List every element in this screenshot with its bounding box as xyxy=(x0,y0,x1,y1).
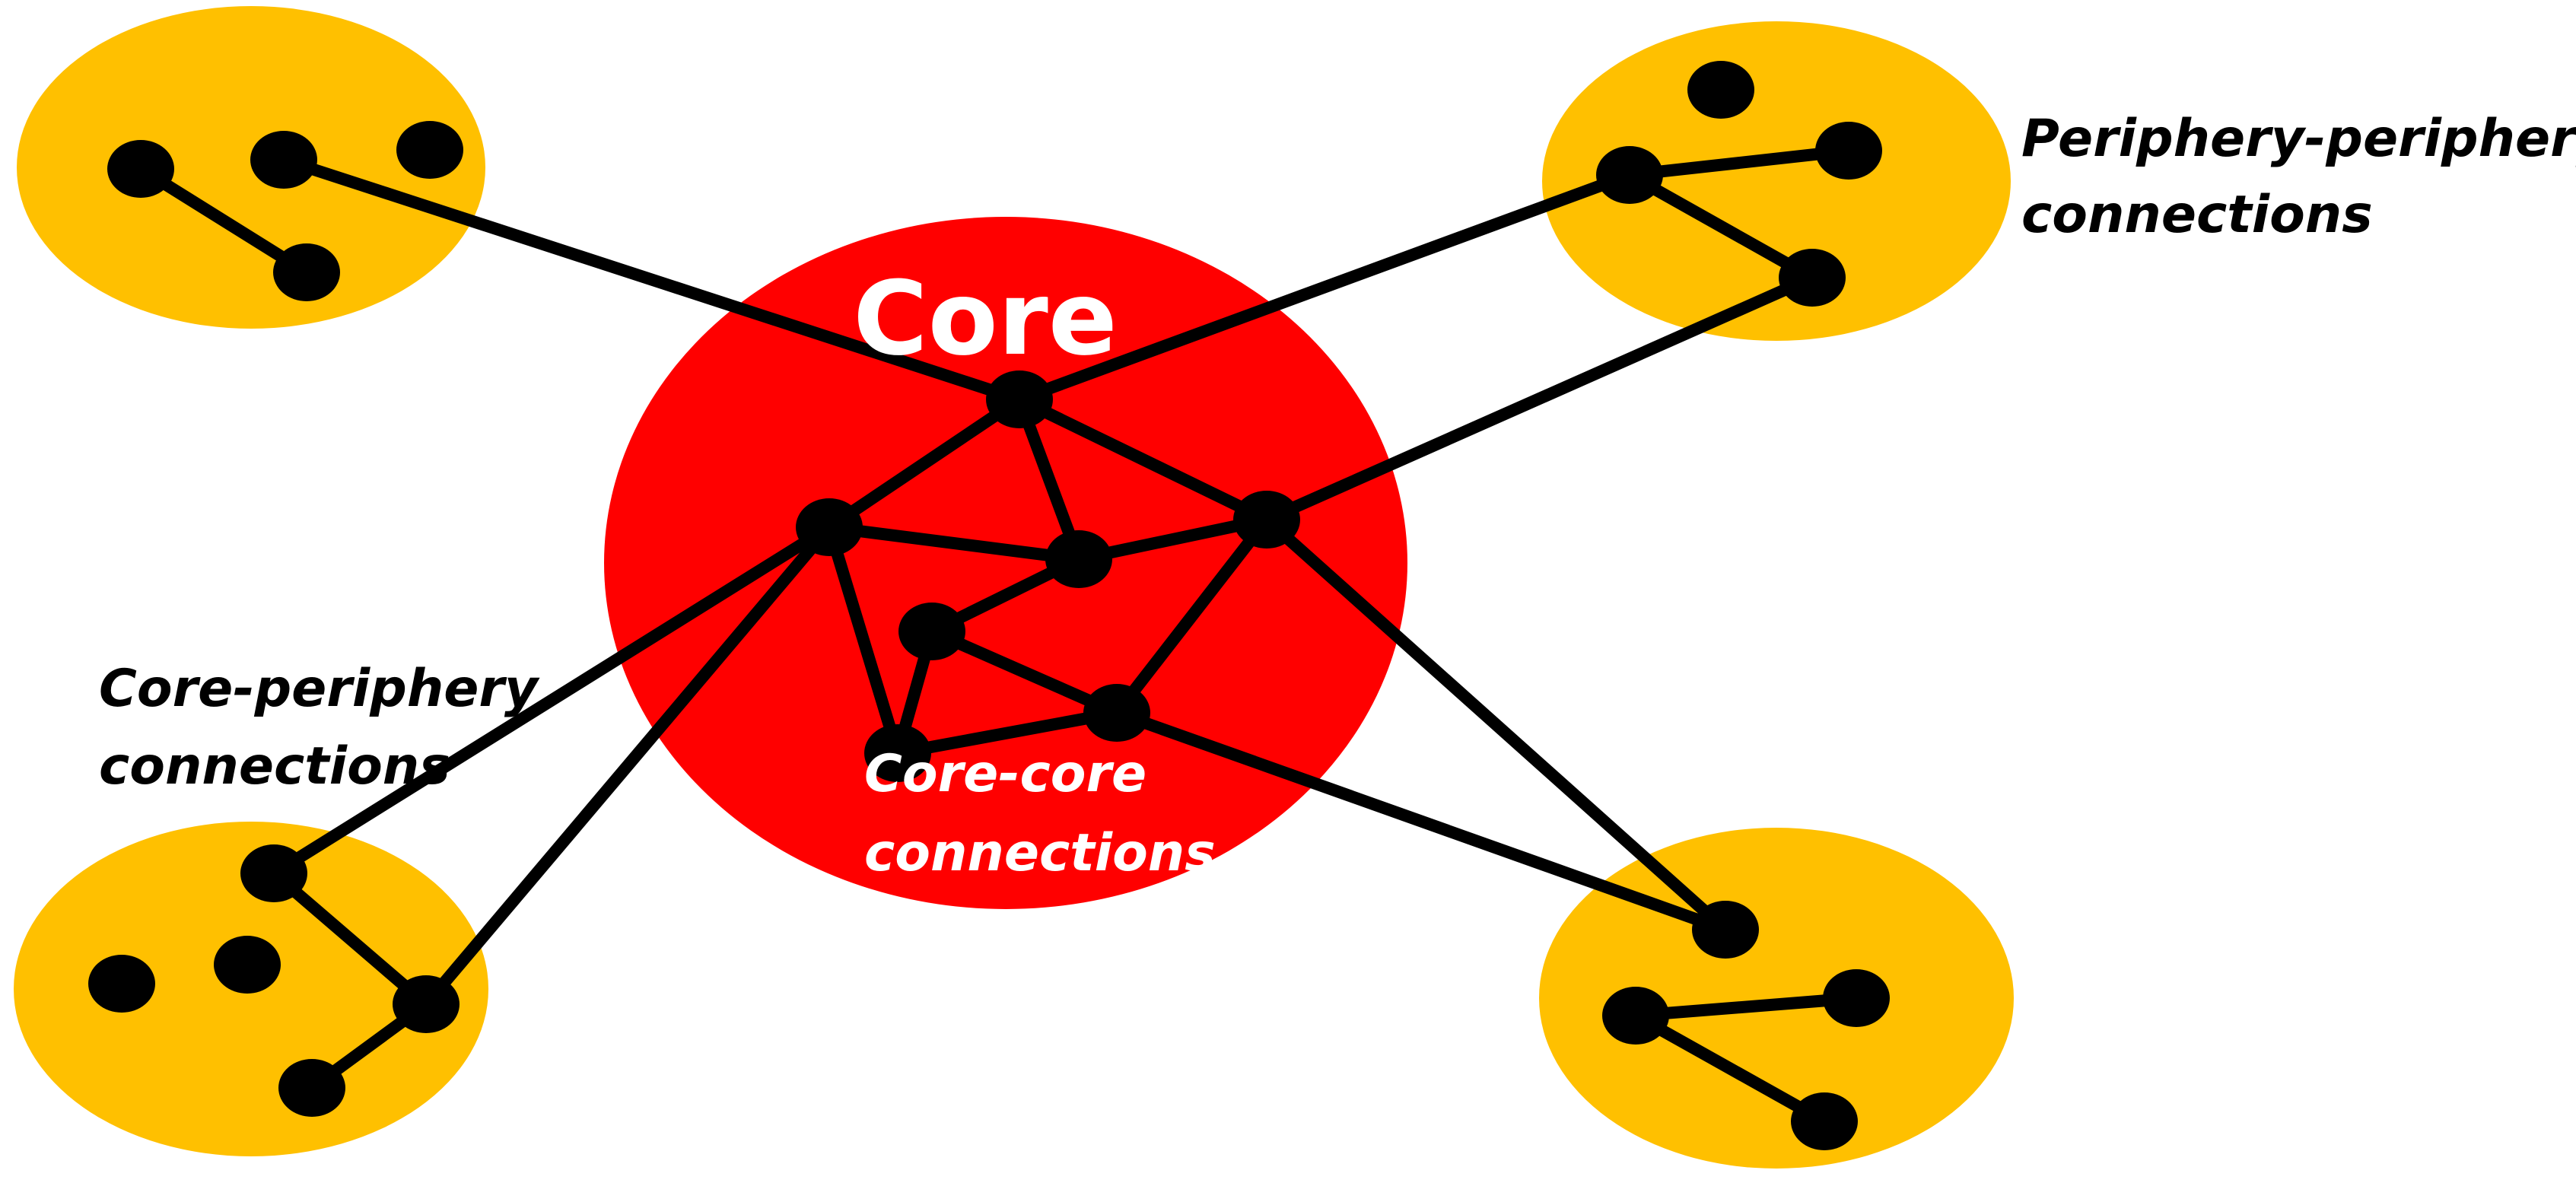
node-periphery xyxy=(240,844,307,902)
node-periphery xyxy=(214,936,281,994)
nodes xyxy=(88,61,1890,1150)
node-periphery xyxy=(273,243,340,301)
edge-core-periphery xyxy=(268,521,835,879)
core-core-label-line-1: Core-core xyxy=(864,744,1146,804)
edge-core-core xyxy=(926,625,1123,719)
edge-periphery-periphery xyxy=(1630,1010,1830,1127)
edge-core-periphery xyxy=(1261,514,1732,936)
edge-core-periphery xyxy=(1261,272,1818,526)
node-core xyxy=(864,724,931,782)
node-periphery xyxy=(250,131,317,189)
edge-core-core xyxy=(1111,514,1273,719)
node-periphery xyxy=(1602,987,1669,1045)
edge-periphery-periphery xyxy=(268,867,432,1010)
node-periphery xyxy=(1596,146,1663,204)
edge-core-core xyxy=(892,707,1123,759)
core-core-label: Core-core connections xyxy=(864,744,1216,883)
edge-core-core xyxy=(823,393,1026,533)
edge-core-core xyxy=(1013,393,1273,526)
node-periphery xyxy=(396,121,463,179)
core-periphery-label: Core-periphery connections xyxy=(99,659,556,797)
periphery-region-top-right xyxy=(1542,21,2011,341)
node-periphery xyxy=(393,975,460,1033)
core-region xyxy=(604,217,1407,909)
periphery-periphery-label: Periphery-periphery connections xyxy=(2021,109,2576,245)
node-core xyxy=(796,498,863,556)
node-periphery xyxy=(1687,61,1754,119)
edge-core-periphery xyxy=(1111,707,1732,936)
labels: Core Core-core connections Core-peripher… xyxy=(99,109,2576,883)
node-core xyxy=(986,370,1053,428)
core-core-label-line-2: connections xyxy=(864,823,1216,883)
periphery-periphery-label-line-1: Periphery-periphery xyxy=(2021,109,2576,169)
node-periphery xyxy=(88,955,155,1013)
core-label: Core xyxy=(853,259,1117,378)
periphery-region-bottom-right xyxy=(1539,828,2014,1169)
core-periphery-label-line-2: connections xyxy=(99,736,450,797)
edge-core-core xyxy=(823,521,1085,565)
edge-core-periphery xyxy=(278,154,1026,405)
periphery-region-top-left xyxy=(17,6,485,329)
edge-periphery-periphery xyxy=(135,163,313,278)
node-core xyxy=(1083,684,1150,742)
node-periphery xyxy=(1692,901,1759,959)
edge-core-periphery xyxy=(1013,169,1636,405)
edge-periphery-periphery xyxy=(1624,169,1818,284)
edge-periphery-periphery xyxy=(1630,992,1862,1022)
core-periphery-label-line-1: Core-periphery xyxy=(99,659,540,719)
node-core xyxy=(1233,491,1300,549)
edge-core-periphery xyxy=(420,521,835,1010)
node-periphery xyxy=(1823,969,1890,1027)
edge-core-core xyxy=(823,521,904,759)
periphery-periphery-label-line-2: connections xyxy=(2021,185,2373,245)
edge-periphery-periphery xyxy=(1624,145,1855,181)
node-core xyxy=(1045,530,1112,588)
node-periphery xyxy=(1791,1092,1858,1150)
node-core xyxy=(898,603,965,660)
node-periphery xyxy=(1815,122,1882,180)
node-periphery xyxy=(278,1059,345,1117)
node-periphery xyxy=(107,140,174,198)
node-periphery xyxy=(1779,249,1846,307)
